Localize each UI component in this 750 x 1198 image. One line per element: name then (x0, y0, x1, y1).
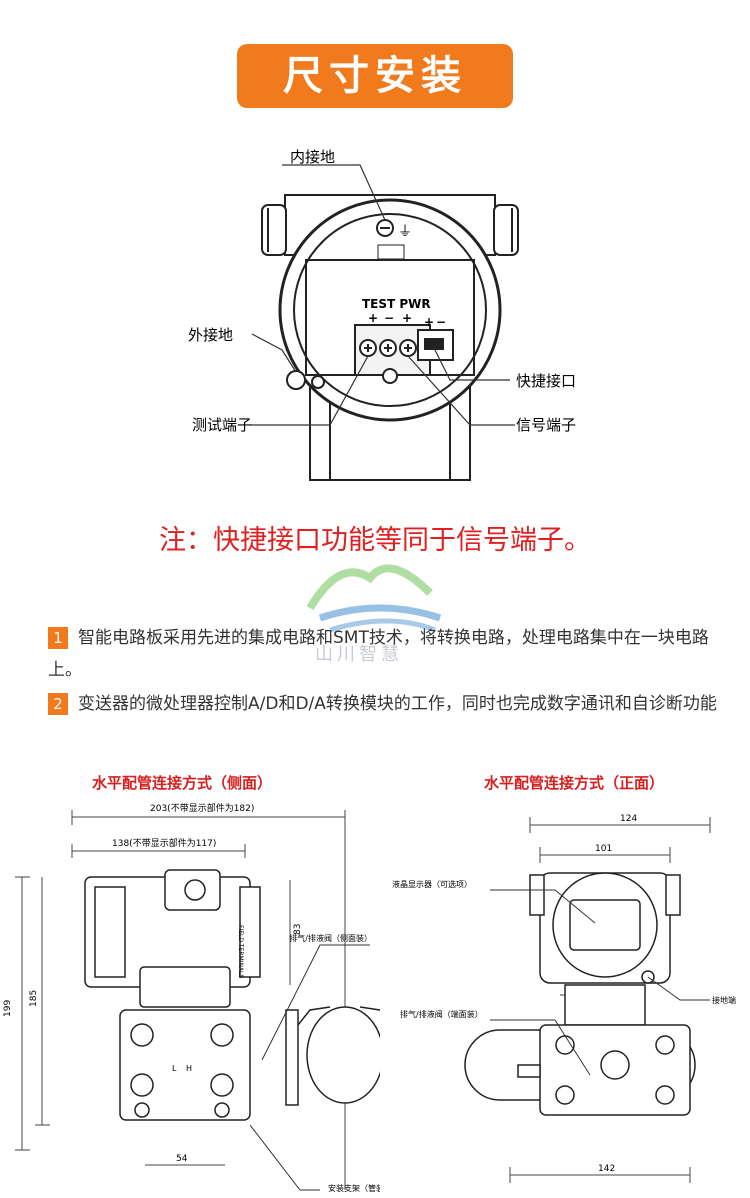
svg-text:FIELD TERMINALS: FIELD TERMINALS (237, 925, 244, 978)
svg-text:排气/排液阀（端面装）: 排气/排液阀（端面装） (400, 1009, 483, 1019)
svg-text:142: 142 (598, 1164, 615, 1174)
svg-text:H: H (186, 1064, 192, 1073)
front-view-caption: 水平配管连接方式（正面） (484, 774, 665, 792)
svg-text:138(不带显示部件为117): 138(不带显示部件为117) (112, 837, 216, 849)
svg-text:快捷接口: 快捷接口 (516, 372, 576, 390)
svg-text:接地端: 接地端 (712, 995, 736, 1005)
svg-text:外接地: 外接地 (188, 326, 233, 344)
svg-text:TEST PWR: TEST PWR (362, 297, 431, 311)
side-view-caption: 水平配管连接方式（侧面） (92, 774, 273, 792)
side-view-drawing: 203(不带显示部件为182) 138(不带显示部件为117) 199 185 … (3, 802, 380, 1193)
svg-text:83: 83 (293, 924, 303, 935)
svg-text:+: + (368, 311, 378, 325)
svg-text:−: − (384, 311, 394, 325)
feature-number: 1 (48, 627, 68, 649)
svg-text:+: + (402, 311, 412, 325)
watermark-logo (306, 564, 442, 633)
svg-text:54: 54 (176, 1154, 188, 1164)
svg-text:测试端子: 测试端子 (192, 416, 252, 434)
svg-text:⏚: ⏚ (398, 224, 412, 240)
svg-text:203(不带显示部件为182): 203(不带显示部件为182) (150, 802, 254, 814)
feature-number: 2 (48, 693, 68, 715)
svg-text:199: 199 (3, 1000, 13, 1017)
svg-text:内接地: 内接地 (290, 148, 335, 166)
svg-text:+: + (424, 315, 434, 329)
note-text: 注：快捷接口功能等同于信号端子。 (159, 525, 591, 556)
svg-text:信号端子: 信号端子 (516, 416, 576, 434)
svg-text:排气/排液阀（侧面装）: 排气/排液阀（侧面装） (289, 933, 372, 943)
svg-text:185: 185 (29, 990, 39, 1007)
feature-item-2: 2 变送器的微处理器控制A/D和D/A转换模块的工作，同时也完成数字通讯和自诊断功… (48, 688, 728, 720)
svg-text:L: L (172, 1064, 177, 1073)
watermark-text: 山川智慧 (315, 644, 403, 665)
feature-text: 智能电路板采用先进的集成电路和SMT技术，将转换电路，处理电路集中在一块电路上。 (48, 628, 709, 680)
section-title-badge: 尺寸安装 (237, 44, 513, 108)
svg-text:101: 101 (595, 844, 612, 854)
terminal-housing-diagram: ⏚ TEST PWR + − + + − 内接地 外接地 测试端子 快捷接口 信… (188, 148, 576, 481)
svg-text:安装支架（管装、墙装通用）: 安装支架（管装、墙装通用） (328, 1183, 380, 1193)
feature-text: 变送器的微处理器控制A/D和D/A转换模块的工作，同时也完成数字通讯和自诊断功能 (78, 694, 717, 714)
svg-text:−: − (436, 315, 446, 329)
svg-text:124: 124 (620, 814, 637, 824)
front-view-drawing: 124 101 64 142 液晶显示器（可选项） 排气/排液阀（端面装） 接地… (392, 814, 736, 1183)
svg-text:液晶显示器（可选项）: 液晶显示器（可选项） (392, 879, 472, 889)
